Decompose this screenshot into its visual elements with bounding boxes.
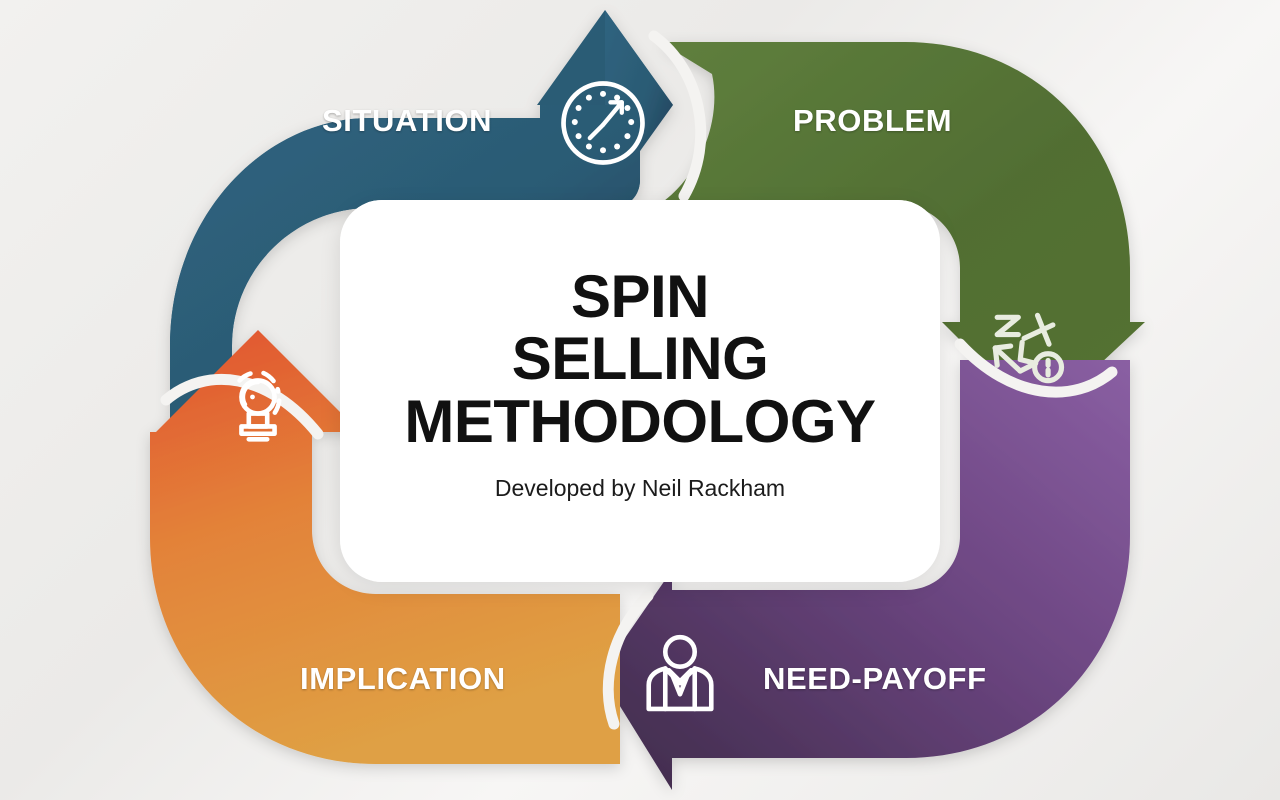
title-line-1: SPIN xyxy=(570,262,710,330)
stage-label-implication: IMPLICATION xyxy=(300,661,506,696)
stage-segment-problem[interactable] xyxy=(660,42,1145,420)
puzzle-icon xyxy=(978,300,1074,396)
title-line-3: METHODOLOGY xyxy=(404,387,876,455)
center-card: SPIN SELLING METHODOLOGY Developed by Ne… xyxy=(340,200,940,582)
stage-label-problem: PROBLEM xyxy=(793,103,953,138)
lightbulb-icon xyxy=(212,362,304,454)
clock-icon xyxy=(556,76,650,170)
stage-segment-need-payoff[interactable] xyxy=(600,360,1130,790)
page-subtitle: Developed by Neil Rackham xyxy=(494,475,786,502)
stage-label-need-payoff: NEED-PAYOFF xyxy=(763,661,987,696)
page-title: SPIN SELLING METHODOLOGY xyxy=(404,262,876,455)
stage-label-situation: SITUATION xyxy=(322,103,493,138)
title-line-2: SELLING xyxy=(511,325,769,393)
person-icon xyxy=(634,628,726,720)
